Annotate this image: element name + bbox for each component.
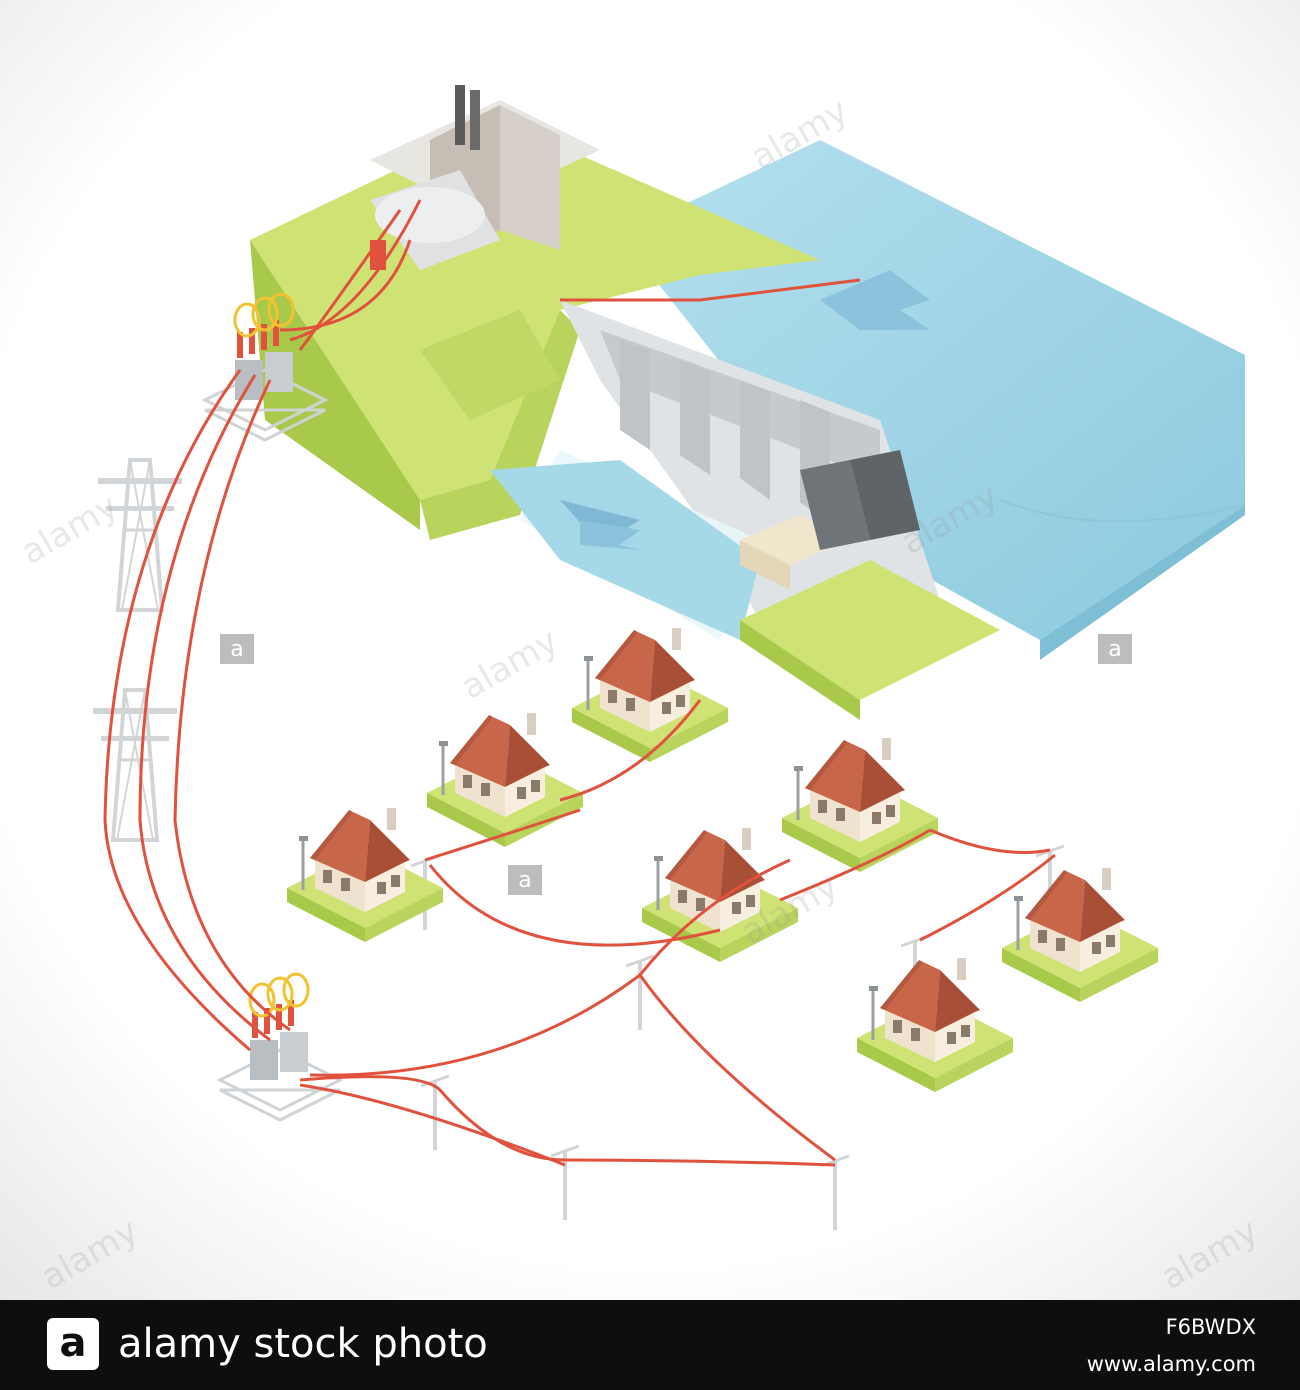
alamy-logo-icon: a — [47, 1318, 99, 1370]
hydro-power-grid-illustration: alamy alamy alamy alamy alamy alamy alam… — [0, 0, 1300, 1300]
brand-text: alamy stock photo — [118, 1321, 488, 1367]
footer-bar — [0, 1300, 1300, 1390]
logo-glyph: a — [59, 1320, 87, 1366]
river — [490, 460, 760, 640]
power-plant — [370, 85, 600, 270]
watermark-badge-glyph: a — [518, 868, 531, 893]
turbine-island — [740, 450, 1000, 720]
site-url: www.alamy.com — [1086, 1352, 1256, 1376]
watermark-badge-glyph: a — [230, 637, 243, 662]
watermark-badge-glyph: a — [1108, 637, 1121, 662]
power-cables — [103, 199, 1056, 1167]
image-id: F6BWDX — [1165, 1315, 1256, 1339]
watermark-badges: a a a — [220, 634, 1132, 895]
flow-arrows — [580, 270, 930, 550]
